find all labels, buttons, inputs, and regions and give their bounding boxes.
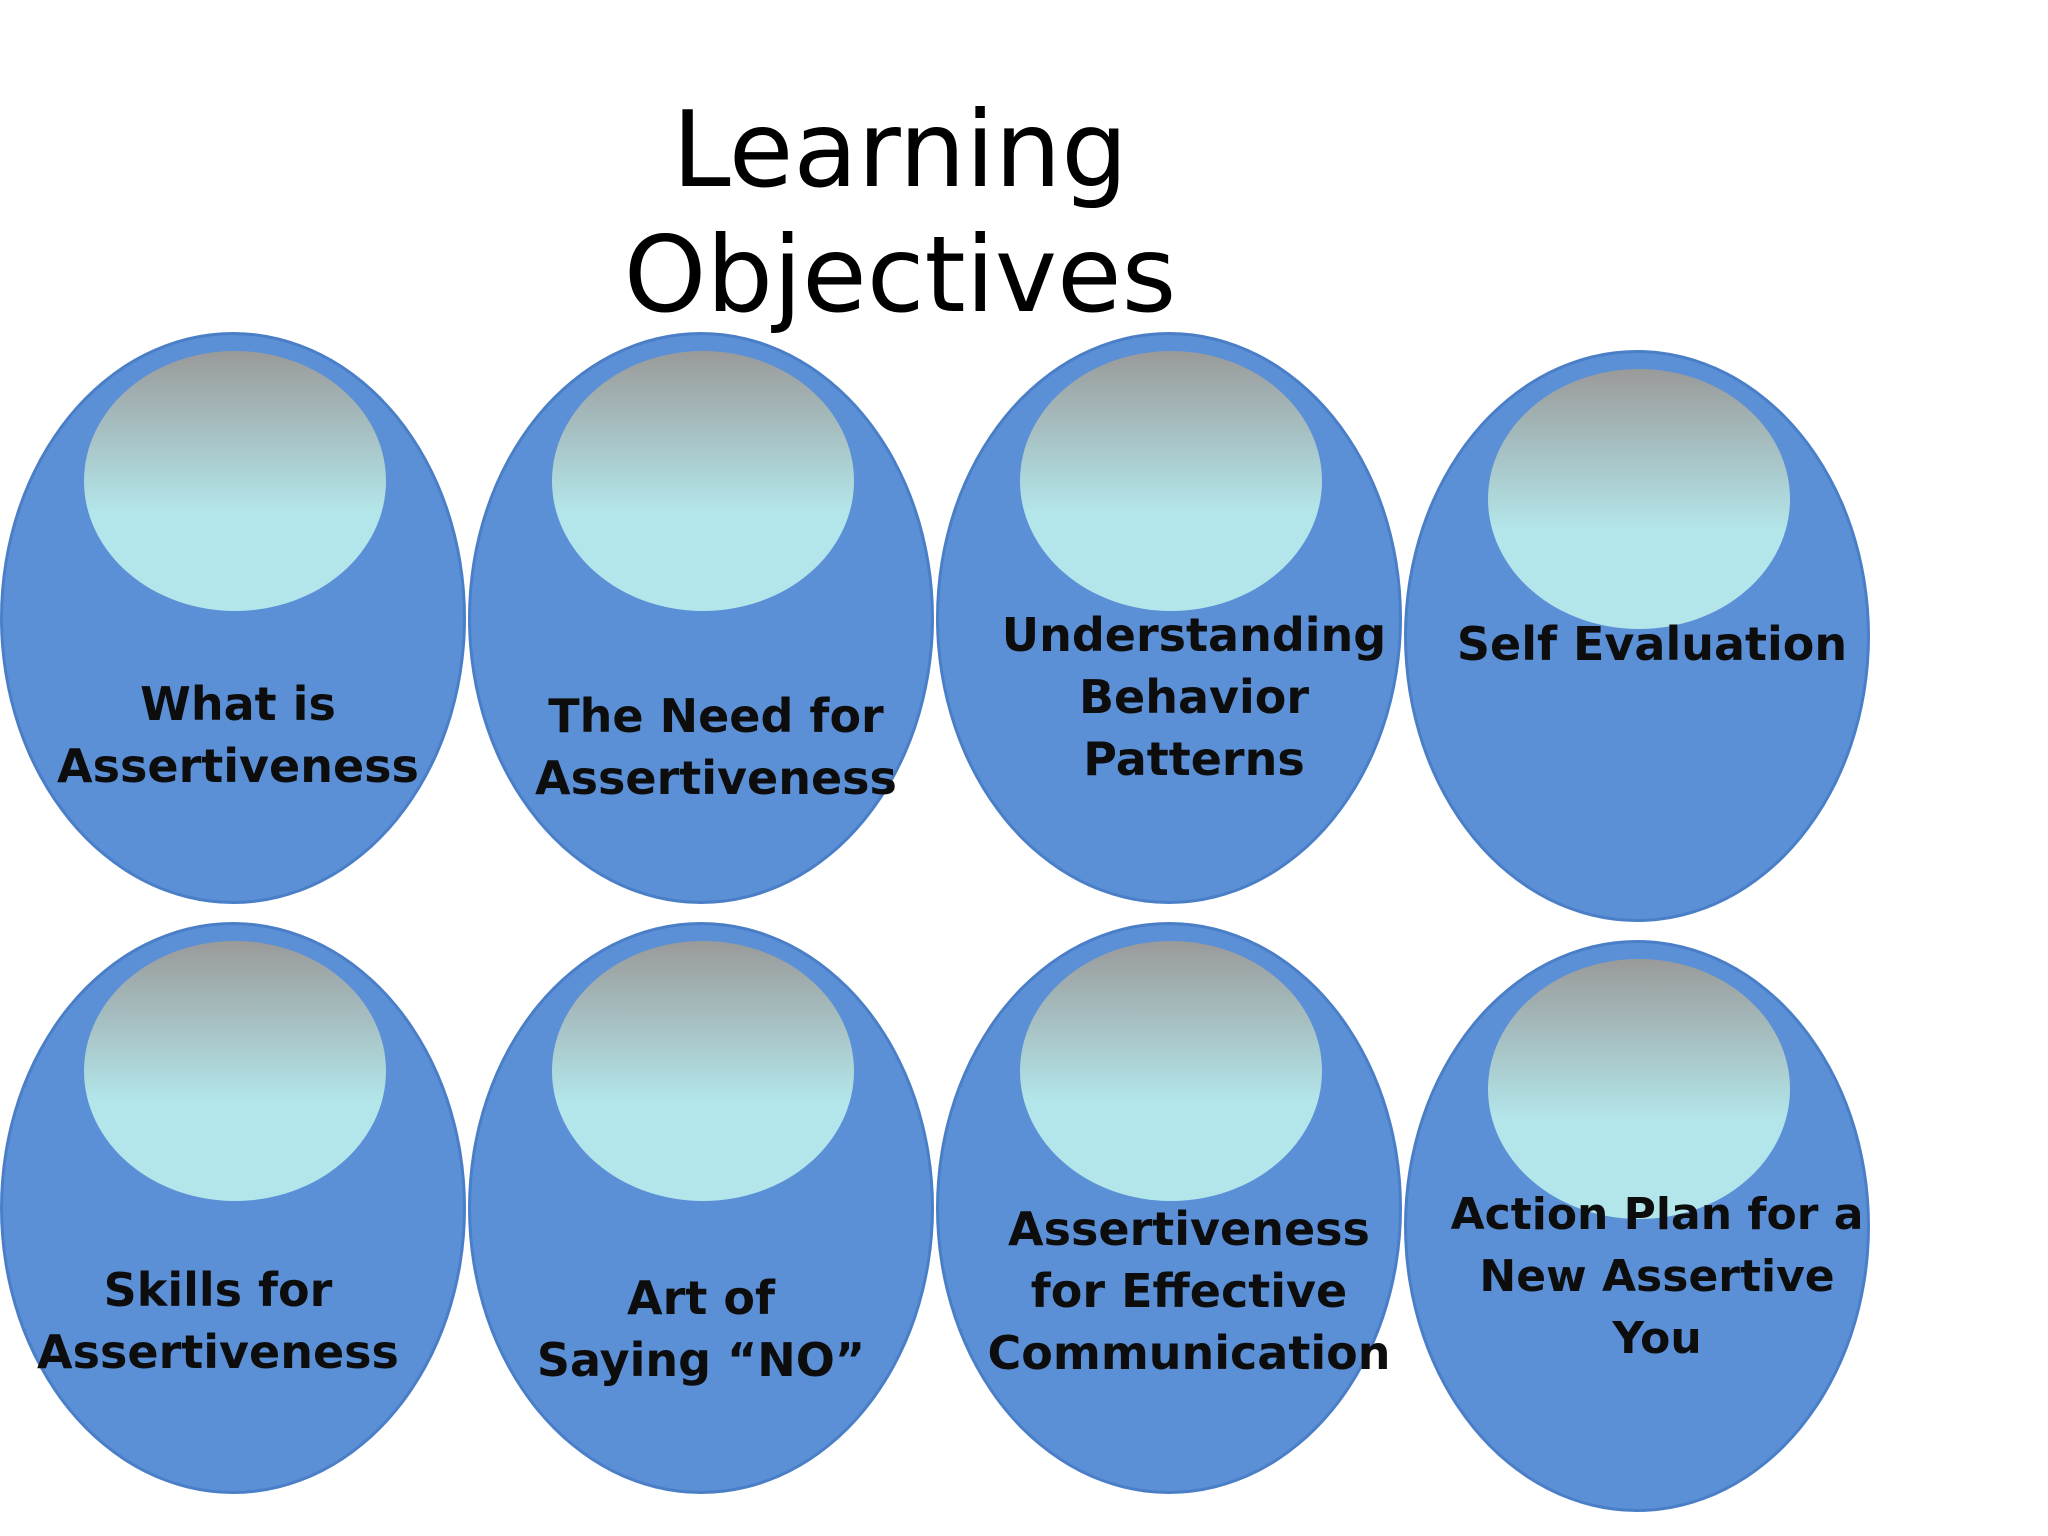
objective-bubble-art-of-saying-no: Art of Saying “NO”	[468, 922, 934, 1494]
objective-bubble-action-plan: Action Plan for a New Assertive You	[1404, 940, 1870, 1512]
objective-bubble-skills-for-assertiveness: Skills for Assertiveness	[0, 922, 466, 1494]
objective-label: What is Assertiveness	[57, 677, 419, 793]
bubble-highlight	[1020, 351, 1322, 611]
page-title: Learning Objectives	[540, 88, 1260, 338]
bubble-highlight	[1020, 941, 1322, 1201]
bubble-highlight	[1488, 959, 1790, 1219]
bubble-highlight	[552, 941, 854, 1201]
objective-label: Assertiveness for Effective Communicatio…	[987, 1202, 1391, 1380]
bubble-highlight	[84, 941, 386, 1201]
objective-bubble-self-evaluation: Self Evaluation	[1404, 350, 1870, 922]
objective-label: The Need for Assertiveness	[535, 689, 897, 805]
bubble-highlight	[84, 351, 386, 611]
objective-label: Self Evaluation	[1456, 617, 1848, 671]
title-line-2: Objectives	[623, 214, 1177, 336]
objective-label: Action Plan for a New Assertive You	[1450, 1189, 1864, 1364]
objective-bubble-need-for-assertiveness: The Need for Assertiveness	[468, 332, 934, 904]
objective-bubble-effective-communication: Assertiveness for Effective Communicatio…	[936, 922, 1402, 1494]
objective-label: Understanding Behavior Patterns	[1001, 608, 1387, 786]
objective-label: Art of Saying “NO”	[536, 1271, 866, 1387]
objective-bubble-behavior-patterns: Understanding Behavior Patterns	[936, 332, 1402, 904]
bubble-highlight	[552, 351, 854, 611]
objective-bubble-what-is-assertiveness: What is Assertiveness	[0, 332, 466, 904]
bubble-highlight	[1488, 369, 1790, 629]
objective-label: Skills for Assertiveness	[37, 1263, 399, 1379]
title-line-1: Learning	[672, 89, 1128, 211]
